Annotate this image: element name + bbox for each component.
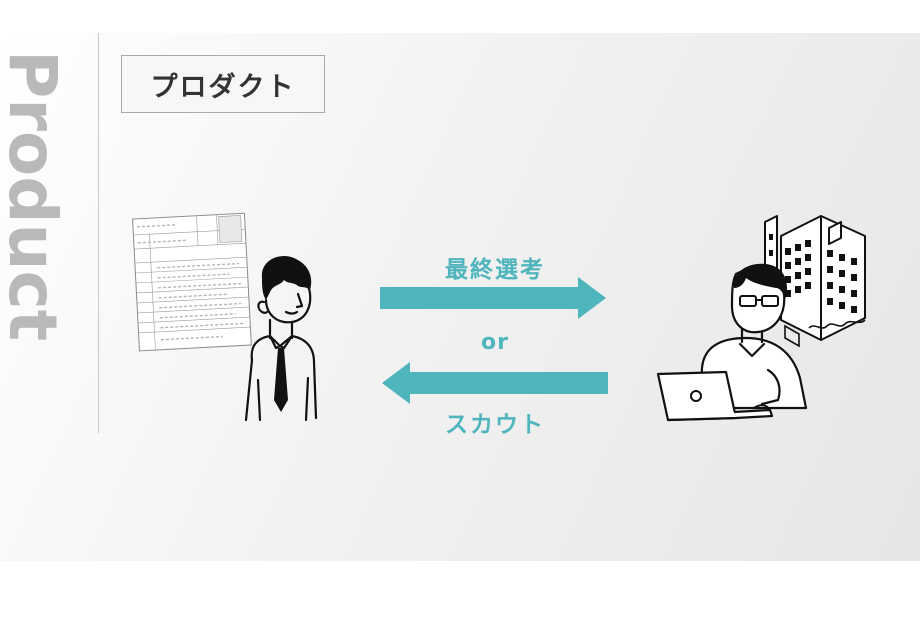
resume-document-icon (132, 212, 252, 352)
arrow-left-icon (382, 362, 608, 404)
arrow-right-icon (380, 277, 606, 319)
bottom-arrow-label: スカウト (445, 412, 545, 438)
vertical-title: Product (0, 50, 71, 341)
divider-line (98, 33, 99, 433)
recruiter-laptop-person-icon (656, 263, 808, 422)
or-label: or (481, 330, 509, 355)
job-seeker-person-icon (244, 256, 318, 422)
product-badge: プロダクト (121, 55, 325, 113)
arrows-group (380, 277, 608, 404)
top-arrow-label: 最終選考 (445, 257, 545, 283)
vertical-title-text: Product (0, 50, 71, 341)
